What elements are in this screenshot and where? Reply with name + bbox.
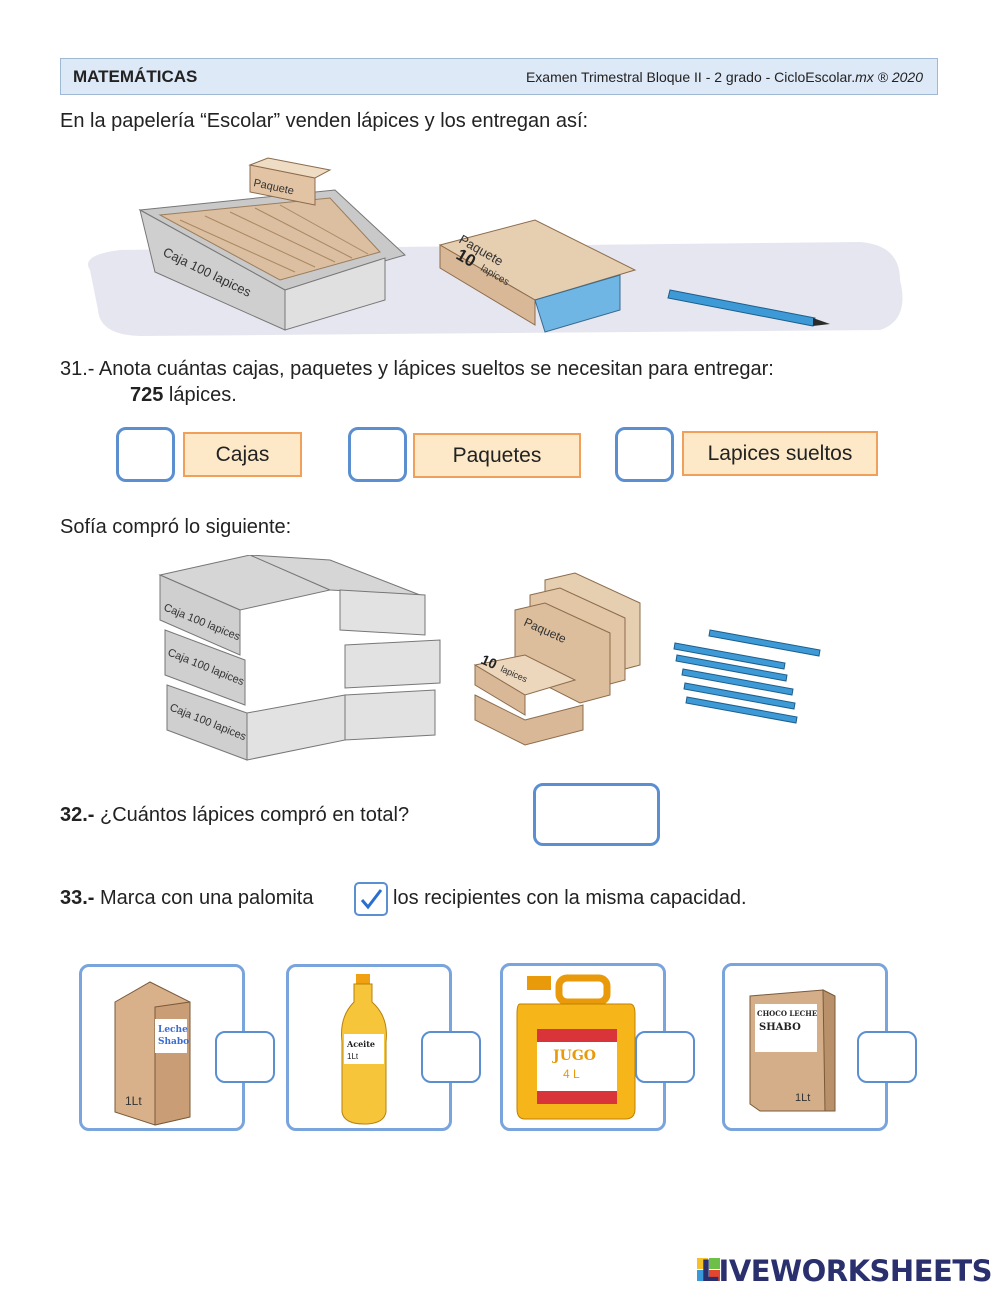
choco-volume: 1Lt: [795, 1092, 810, 1104]
subject-title: MATEMÁTICAS: [73, 67, 198, 86]
oil-checkbox[interactable]: [421, 1031, 481, 1083]
oil-volume: 1Lt: [347, 1052, 359, 1061]
sofia-text: Sofía compró lo siguiente:: [60, 516, 292, 538]
boxes-label: Cajas: [183, 432, 302, 477]
intro-text: En la papelería “Escolar” venden lápices…: [60, 110, 589, 132]
milk-carton-card: Leche Shabo 1Lt: [79, 964, 245, 1131]
pack-number-2: 10: [479, 651, 500, 672]
oil-bottle-icon: Aceite 1Lt: [341, 974, 387, 1125]
choco-milk-checkbox[interactable]: [857, 1031, 917, 1083]
choco-brand: SHABO: [759, 1022, 801, 1033]
pencils-packaging-illustration: Paquete Caja 100 lapices Paquete 10 lapi…: [88, 157, 903, 336]
loose-pencils-answer-input[interactable]: [615, 427, 674, 482]
q32-text: 32.- ¿Cuántos lápices compró en total?: [60, 804, 410, 826]
boxes-answer-input[interactable]: [116, 427, 175, 482]
q33-text-after: los recipientes con la misma capacidad.: [393, 887, 747, 909]
choco-label: CHOCO LECHE: [757, 1009, 817, 1018]
juice-checkbox[interactable]: [635, 1031, 695, 1083]
milk-label-line2: Shabo: [158, 1037, 189, 1047]
checkmark-icon: [354, 882, 388, 916]
choco-milk-card: CHOCO LECHE SHABO 1Lt: [722, 963, 888, 1131]
q31-text: 31.- Anota cuántas cajas, paquetes y láp…: [60, 358, 774, 380]
liveworksheets-logo-icon: [697, 1258, 721, 1287]
milk-label-line1: Leche: [158, 1025, 188, 1035]
packs-label: Paquetes: [413, 433, 581, 478]
total-pencils-answer-input[interactable]: [533, 783, 660, 846]
milk-carton-icon: Leche Shabo 1Lt: [114, 981, 191, 1126]
header-bar: MATEMÁTICAS Examen Trimestral Bloque II …: [60, 58, 938, 95]
juice-label: JUGO: [551, 1048, 596, 1064]
oil-label: Aceite: [346, 1039, 375, 1049]
packs-answer-input[interactable]: [348, 427, 407, 482]
footer-brand[interactable]: LIVEWORKSHEETS: [700, 1254, 993, 1288]
exam-info: Examen Trimestral Bloque II - 2 grado - …: [525, 69, 923, 85]
q31-amount: 725 lápices.: [130, 384, 237, 406]
sofia-purchase-illustration: Caja 100 lapices Caja 100 lapices Caja 1…: [158, 555, 821, 761]
choco-milk-carton-icon: CHOCO LECHE SHABO 1Lt: [749, 989, 836, 1112]
q33-text: 33.- Marca con una palomita: [60, 887, 314, 909]
loose-pencils-label: Lapices sueltos: [682, 431, 878, 476]
juice-volume: 4 L: [563, 1067, 580, 1081]
milk-volume: 1Lt: [125, 1094, 142, 1108]
milk-checkbox[interactable]: [215, 1031, 275, 1083]
juice-jug-icon: JUGO 4 L: [516, 974, 636, 1120]
